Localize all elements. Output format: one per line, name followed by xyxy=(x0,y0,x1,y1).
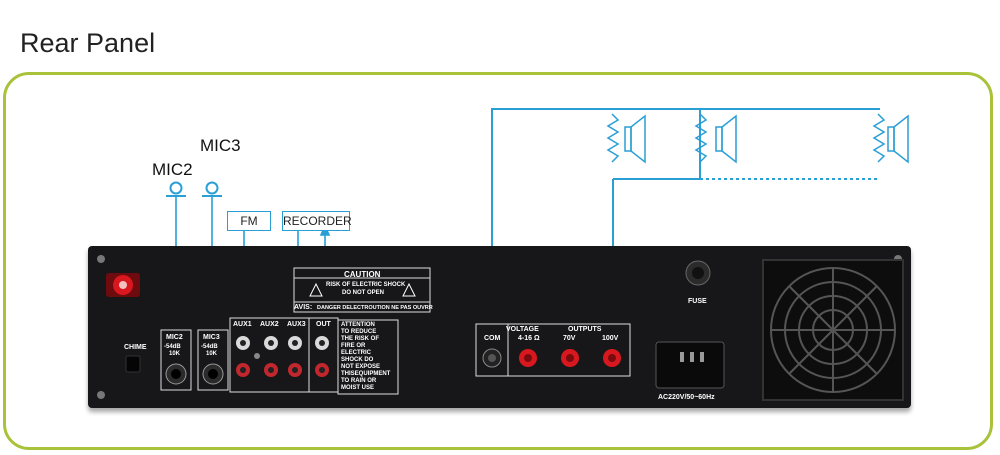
caution-line1: RISK OF ELECTRIC SHOCK xyxy=(326,282,406,288)
mic3-panel-label: MIC3 xyxy=(203,334,220,341)
com-label: COM xyxy=(484,335,501,342)
mic3-jack-icon xyxy=(202,181,222,197)
aux2-label: AUX2 xyxy=(260,321,279,328)
fan-icon xyxy=(762,259,904,401)
caution-box xyxy=(293,267,431,313)
recorder-label: RECORDER xyxy=(282,211,352,231)
attention-line: SHOCK DO xyxy=(341,357,374,363)
caution-title: CAUTION xyxy=(344,270,381,279)
mic2-panel xyxy=(160,329,192,391)
mic2-sensitivity: -54dB xyxy=(164,344,181,350)
aux-panel xyxy=(229,317,339,393)
amplifier-rear-panel: CHIME MIC2 -54dB 10K MIC3 -54dB 10K AUX1… xyxy=(88,246,911,408)
com-terminal-icon xyxy=(482,348,502,368)
mic3-jack-socket-icon xyxy=(202,363,224,385)
mic2-label: MIC2 xyxy=(152,160,193,179)
avis-text: DANGER DELECTROUTION NE PAS OUVRR xyxy=(317,305,433,311)
ohm-label: 4-16 Ω xyxy=(518,335,540,342)
fuse-icon xyxy=(685,260,711,286)
mic3-label: MIC3 xyxy=(200,136,241,155)
outputs-label: OUTPUTS xyxy=(568,326,602,333)
speaker-icon xyxy=(606,113,646,164)
aux3-label: AUX3 xyxy=(287,321,306,328)
fm-label: FM xyxy=(227,211,271,231)
mic2-jack-socket-icon xyxy=(165,363,187,385)
attention-line: MOIST USE xyxy=(341,385,375,391)
v70-label: 70V xyxy=(563,335,576,342)
rca-jack-icon xyxy=(236,336,329,377)
attention-line: FIRE OR xyxy=(341,343,366,349)
mic3-impedance: 10K xyxy=(206,351,218,357)
power-socket-icon xyxy=(655,341,725,389)
attention-line: THE RISK OF xyxy=(341,336,380,342)
voltage-label: VOLTAGE xyxy=(506,326,539,333)
avis-label: AVIS: xyxy=(294,304,313,311)
attention-line: ATTENTION xyxy=(341,322,375,328)
speaker-icon xyxy=(872,113,909,164)
out-label: OUT xyxy=(316,321,331,328)
panel-graphics xyxy=(97,255,904,401)
attention-line: TO RAIN OR xyxy=(341,378,377,384)
chime-switch-icon xyxy=(125,355,141,373)
speaker-icon xyxy=(694,113,737,164)
chime-label: CHIME xyxy=(124,344,147,351)
mic2-panel-label: MIC2 xyxy=(166,334,183,341)
fuse-label: FUSE xyxy=(688,298,707,305)
diagram-frame xyxy=(3,72,993,450)
ac-label: AC220V/50~60Hz xyxy=(658,394,715,401)
page-title: Rear Panel xyxy=(20,28,156,58)
v100-label: 100V xyxy=(602,335,619,342)
warning-icon xyxy=(402,282,416,297)
attention-line: ELECTRIC xyxy=(341,350,371,356)
warning-icon xyxy=(309,282,323,297)
mic2-jack-icon xyxy=(166,181,186,197)
speaker-terminal-icon xyxy=(519,349,621,367)
outputs-box xyxy=(475,323,631,377)
caution-line2: DO NOT OPEN xyxy=(342,290,385,296)
mic2-impedance: 10K xyxy=(169,351,181,357)
attention-line: NOT EXPOSE xyxy=(341,364,381,370)
mic3-panel xyxy=(197,329,229,391)
ground-terminal-icon xyxy=(106,273,140,297)
attention-line: THISEQUIPMENT xyxy=(341,371,391,377)
aux1-label: AUX1 xyxy=(233,321,252,328)
mic3-sensitivity: -54dB xyxy=(201,344,218,350)
attention-box xyxy=(337,319,399,395)
attention-line: TO REDUCE xyxy=(341,329,377,335)
